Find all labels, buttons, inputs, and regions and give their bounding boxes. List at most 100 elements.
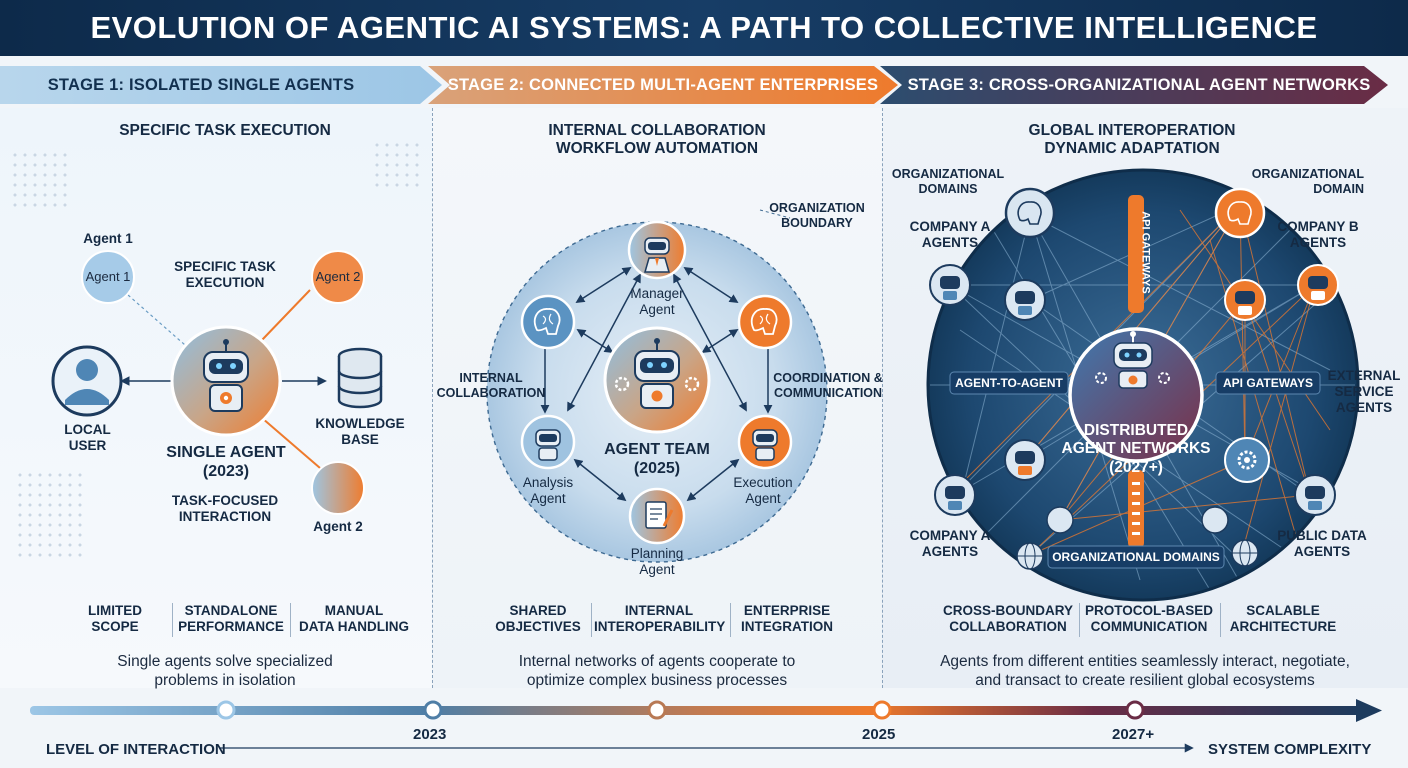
company-a-top-label: COMPANY A AGENTS <box>909 219 991 250</box>
timeline-year-2025: 2025 <box>862 726 896 743</box>
agent-2-circle-label: Agent 2 <box>315 269 361 284</box>
api-gateways-label: API GATEWAYS <box>1222 376 1314 390</box>
robot-icon <box>203 339 249 412</box>
agent-team-node <box>603 326 711 434</box>
brain-agent-node-left <box>520 294 576 350</box>
agent-1-node <box>81 250 135 304</box>
stage-3-diagram <box>926 168 1360 602</box>
stage-3-description: Agents from different entities seamlessl… <box>940 653 1350 689</box>
stage-2-description: Internal networks of agents cooperate to… <box>518 653 796 689</box>
agent-2-node <box>311 250 365 304</box>
globe-icon-2 <box>1231 539 1259 567</box>
feature-divider <box>172 603 173 637</box>
feature-limited-scope: LIMITED SCOPE <box>88 603 142 634</box>
brain-agent-node-right <box>737 294 793 350</box>
stage-3-banner-label: STAGE 3: CROSS-ORGANIZATIONAL AGENT NETW… <box>907 75 1371 94</box>
decor-dots <box>10 150 70 210</box>
org-boundary-label: ORGANIZATION BOUNDARY <box>769 201 865 230</box>
feature-standalone: STANDALONE PERFORMANCE <box>178 603 284 634</box>
task-label: SPECIFIC TASK EXECUTION <box>174 259 276 290</box>
api-gateways-vertical-label: API GATEWAYS <box>1139 211 1152 294</box>
distributed-networks-node <box>1068 327 1204 463</box>
header-bar: EVOLUTION OF AGENTIC AI SYSTEMS: A PATH … <box>0 0 1408 56</box>
agent-2-node-bottom <box>311 461 365 515</box>
company-b-agent-1 <box>1224 279 1266 321</box>
single-agent-label: SINGLE AGENT (2023) <box>166 444 286 480</box>
timeline-year-2027: 2027+ <box>1112 726 1155 743</box>
company-b-label: COMPANY B AGENTS <box>1277 219 1359 250</box>
feature-divider <box>730 603 731 637</box>
stage-2-subtitle: INTERNAL COLLABORATION WORKFLOW AUTOMATI… <box>548 122 766 158</box>
manager-agent-label: Manager Agent <box>630 286 684 318</box>
timeline-arrowhead <box>1356 699 1382 722</box>
org-domains-bottom-label: ORGANIZATIONAL DOMAINS <box>1052 550 1220 564</box>
globe-icon-1 <box>1016 542 1044 570</box>
timeline <box>30 699 1382 753</box>
agent-team-label: AGENT TEAM (2025) <box>604 441 710 477</box>
page-title: EVOLUTION OF AGENTIC AI SYSTEMS: A PATH … <box>90 10 1318 45</box>
timeline-node <box>216 700 236 720</box>
external-service-label: EXTERNAL SERVICE AGENTS <box>1327 368 1401 415</box>
distributed-networks-label: DISTRIBUTED AGENT NETWORKS (2027+) <box>1061 422 1211 476</box>
feature-divider <box>591 603 592 637</box>
decor-dots <box>372 140 422 190</box>
org-domain-node-right <box>1214 187 1266 239</box>
feature-shared-objectives: SHARED OBJECTIVES <box>495 603 581 634</box>
knowledge-base-icon <box>337 347 383 409</box>
timeline-year-2023: 2023 <box>413 726 447 743</box>
knowledge-base-label: KNOWLEDGE BASE <box>315 416 405 447</box>
small-agents <box>929 264 1339 570</box>
brain-icon-small-2 <box>1201 506 1229 534</box>
analysis-agent-label: Analysis Agent <box>522 475 574 507</box>
timeline-node <box>647 700 667 720</box>
timeline-bar <box>30 706 1360 715</box>
local-user-label: LOCAL USER <box>64 422 111 453</box>
stage-1-banner: STAGE 1: ISOLATED SINGLE AGENTS <box>0 66 442 104</box>
decor-dots <box>15 470 85 560</box>
execution-agent-label: Execution Agent <box>733 475 793 507</box>
company-a-agent-3 <box>934 474 976 516</box>
feature-internal-interop: INTERNAL INTEROPERABILITY <box>594 603 726 634</box>
timeline-node-2023 <box>423 700 443 720</box>
agent-2-bottom-label: Agent 2 <box>313 519 363 534</box>
planning-agent-label: Planning Agent <box>630 546 684 578</box>
analysis-agent-node <box>520 414 576 470</box>
stage-1-diagram <box>51 250 383 515</box>
feature-divider <box>1220 603 1221 637</box>
timeline-node-2027 <box>1125 700 1145 720</box>
public-data-label: PUBLIC DATA AGENTS <box>1277 528 1367 559</box>
feature-divider <box>290 603 291 637</box>
company-a-agent-4 <box>1004 439 1046 481</box>
local-user-icon <box>51 345 123 417</box>
feature-divider <box>1079 603 1080 637</box>
planning-agent-node <box>628 487 686 545</box>
stage-1-description: Single agents solve specialized problems… <box>117 653 333 689</box>
stage-1-subtitle: SPECIFIC TASK EXECUTION <box>119 122 331 139</box>
manager-agent-node <box>627 220 687 280</box>
system-complexity-label: SYSTEM COMPLEXITY <box>1208 741 1372 758</box>
api-gateway-bar-top <box>1128 195 1144 313</box>
gateway-bar-marks <box>1132 482 1140 535</box>
stage-2-banner: STAGE 2: CONNECTED MULTI-AGENT ENTERPRIS… <box>428 66 898 104</box>
org-domains-label-left: ORGANIZATIONAL DOMAINS <box>891 167 1005 196</box>
org-domains-pill <box>1047 545 1225 569</box>
agent-1-circle-label: Agent 1 <box>85 269 131 284</box>
public-data-agent <box>1294 474 1336 516</box>
agent-1-top-label: Agent 1 <box>83 231 133 246</box>
feature-protocol: PROTOCOL-BASED COMMUNICATION <box>1084 603 1213 634</box>
gear-agent-node <box>1224 437 1270 483</box>
company-a-agent-2 <box>1004 279 1046 321</box>
level-of-interaction-label: LEVEL OF INTERACTION <box>46 741 226 758</box>
stage-2-diagram <box>486 209 828 563</box>
api-gateway-bar-bottom <box>1128 470 1144 548</box>
company-a-bottom-label: COMPANY A AGENTS <box>909 528 991 559</box>
stage-2-banner-label: STAGE 2: CONNECTED MULTI-AGENT ENTERPRIS… <box>447 75 879 94</box>
timeline-node-2025 <box>872 700 892 720</box>
stage-3-subtitle: GLOBAL INTEROPERATION DYNAMIC ADAPTATION <box>1028 122 1236 158</box>
org-domain-node-left <box>1004 187 1056 239</box>
feature-cross-boundary: CROSS-BOUNDARY COLLABORATION <box>942 603 1073 634</box>
org-domain-label-right: ORGANIZATIONAL DOMAIN <box>1251 167 1364 196</box>
stage-3-banner: STAGE 3: CROSS-ORGANIZATIONAL AGENT NETW… <box>880 66 1388 104</box>
api-gateways-pill <box>1215 371 1321 395</box>
